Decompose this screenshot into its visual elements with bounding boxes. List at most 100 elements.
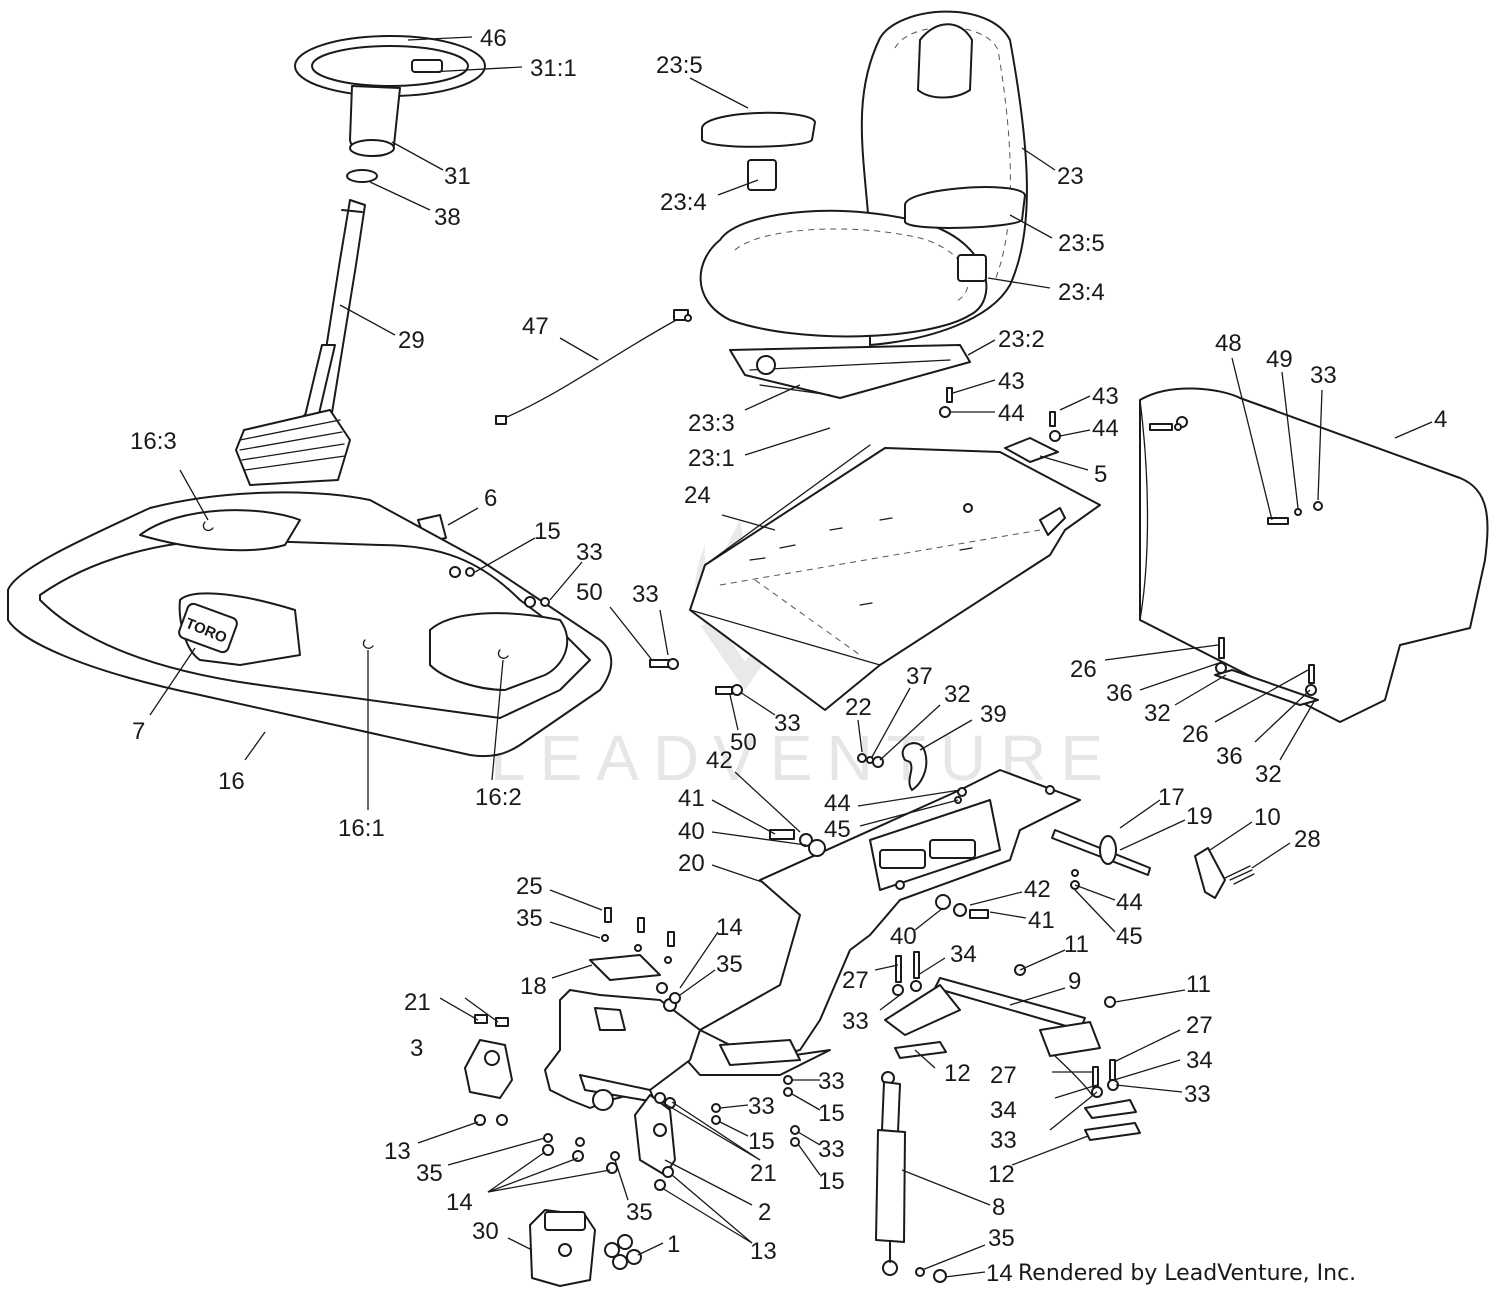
callout-23-5-right: 23:5 [1058,230,1105,257]
callout-27-b: 27 [990,1062,1017,1089]
callout-33-c: 33 [632,581,659,608]
callout-15-c: 15 [748,1128,775,1155]
callout-23-5-top: 23:5 [656,52,703,79]
callout-23-4-left: 23:4 [660,189,707,216]
callout-31: 31 [444,163,471,190]
callout-41-a: 41 [678,785,705,812]
main-frame [659,769,1081,1076]
callout-19: 19 [1186,803,1213,830]
callout-6: 6 [484,485,497,512]
callout-15-a: 15 [534,518,561,545]
callout-34-a: 34 [950,941,977,968]
callout-28: 28 [1294,826,1321,853]
callout-14-c: 14 [986,1260,1013,1287]
callout-23-4-right: 23:4 [1058,279,1105,306]
callout-13-a: 13 [384,1138,411,1165]
wire-harness [495,309,689,425]
callout-33-i: 33 [818,1136,845,1163]
spring-bracket [1194,847,1255,899]
callout-23-3: 23:3 [688,410,735,437]
callout-42-b: 42 [1024,876,1051,903]
callout-15-d: 15 [818,1168,845,1195]
callout-20: 20 [678,850,705,877]
callout-32-b: 32 [1144,700,1171,727]
callout-12-b: 12 [988,1161,1015,1188]
callout-42-a: 42 [706,747,733,774]
callout-21-b: 21 [750,1160,777,1187]
callout-labels: 46 31:1 31 38 29 23:5 23 23:4 23:5 23:4 … [130,25,1447,1287]
callout-26-b: 26 [1182,721,1209,748]
callout-48: 48 [1215,330,1242,357]
callout-36-a: 36 [1106,680,1133,707]
callout-23-1: 23:1 [688,445,735,472]
callout-11-b: 11 [1186,971,1211,998]
callout-29: 29 [398,327,425,354]
callout-33-d: 33 [774,710,801,737]
steering-wheel [294,35,486,157]
callout-32-a: 32 [944,681,971,708]
callout-23-2: 23:2 [998,326,1045,353]
callout-3: 3 [410,1035,423,1062]
floor-pan: TORO [7,491,613,758]
front-bracket [544,989,701,1111]
callout-37: 37 [906,663,933,690]
leader-lines [149,36,1433,1278]
callout-39: 39 [980,701,1007,728]
decal-5 [1004,437,1059,463]
callout-11-a: 11 [1064,931,1089,958]
callout-13-b: 13 [750,1238,777,1265]
callout-47: 47 [522,313,549,340]
callout-44-a: 44 [998,400,1025,427]
plate-18 [589,954,661,981]
callout-34-c: 34 [990,1097,1017,1124]
callout-35-b: 35 [716,951,743,978]
operator-seat [699,10,1028,399]
steering-column [235,169,378,486]
callout-35-d: 35 [626,1199,653,1226]
fitting-kit [604,1234,642,1270]
callout-9: 9 [1068,968,1081,995]
callout-50-a: 50 [576,579,603,606]
callout-12-a: 12 [944,1060,971,1087]
callout-24: 24 [684,482,711,509]
callout-1: 1 [667,1231,680,1258]
callout-15-b: 15 [818,1100,845,1127]
bracket-2 [634,1094,676,1176]
callout-18: 18 [520,973,547,1000]
callout-16-2: 16:2 [475,784,522,811]
callout-38: 38 [434,204,461,231]
callout-41-b: 41 [1028,907,1055,934]
hardware-fasteners [449,314,1323,1283]
callout-30: 30 [472,1218,499,1245]
callout-23: 23 [1057,163,1084,190]
callout-33-a: 33 [1310,362,1337,389]
plate-12-right-top [1084,1099,1137,1119]
callout-50-b: 50 [730,729,757,756]
callout-33-h: 33 [748,1093,775,1120]
callout-8: 8 [992,1194,1005,1221]
callout-40-a: 40 [678,818,705,845]
callout-44-d: 44 [1116,889,1143,916]
callout-33-g: 33 [818,1068,845,1095]
callout-44-c: 44 [824,790,851,817]
callout-33-b: 33 [576,539,603,566]
hydraulic-valve [529,1209,596,1287]
callout-14-b: 14 [446,1189,473,1216]
callout-35-e: 35 [988,1225,1015,1252]
plate-12-right [1084,1122,1141,1141]
rear-body-panel [1139,387,1489,723]
hook-39 [901,742,928,791]
callout-27-c: 27 [1186,1012,1213,1039]
callout-26-a: 26 [1070,656,1097,683]
callout-31-1: 31:1 [530,55,577,82]
callout-36-b: 36 [1216,743,1243,770]
callout-44-b: 44 [1092,415,1119,442]
callout-27-a: 27 [842,967,869,994]
callout-4: 4 [1434,406,1447,433]
callout-35-a: 35 [516,905,543,932]
callout-22: 22 [845,694,872,721]
callout-45-b: 45 [1116,923,1143,950]
callout-16: 16 [218,768,245,795]
callout-17: 17 [1158,784,1185,811]
callout-32-c: 32 [1255,761,1282,788]
